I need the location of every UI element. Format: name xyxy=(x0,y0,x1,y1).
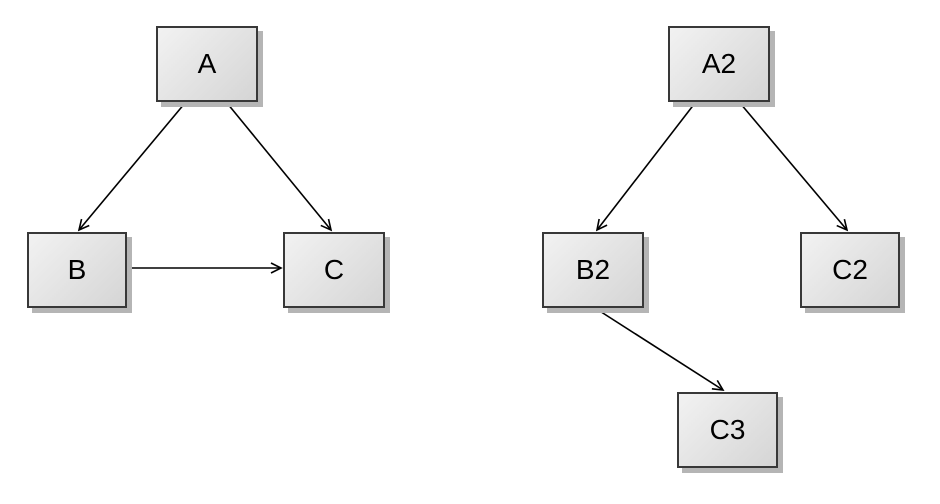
node-label-c2: C2 xyxy=(832,254,868,285)
node-a[interactable]: A xyxy=(156,26,258,102)
node-label-a2: A2 xyxy=(701,48,737,79)
node-label-c3: C3 xyxy=(709,414,746,445)
node-c[interactable]: C xyxy=(283,232,385,308)
node-b[interactable]: B xyxy=(27,232,127,308)
edge-a2-c2 xyxy=(739,102,849,232)
node-c2[interactable]: C2 xyxy=(800,232,900,308)
node-label-b2: B2 xyxy=(575,254,611,285)
edge-group xyxy=(77,102,849,391)
edge-a-b xyxy=(77,102,186,232)
node-c3[interactable]: C3 xyxy=(677,392,778,468)
edge-a-c xyxy=(226,102,333,232)
edge-b2-c3 xyxy=(594,307,725,391)
edge-a2-b2 xyxy=(595,102,696,232)
node-label-c: C xyxy=(323,254,345,285)
node-label-b: B xyxy=(67,254,87,285)
node-label-a: A xyxy=(197,48,217,79)
node-b2[interactable]: B2 xyxy=(542,232,644,308)
node-a2[interactable]: A2 xyxy=(668,26,770,102)
